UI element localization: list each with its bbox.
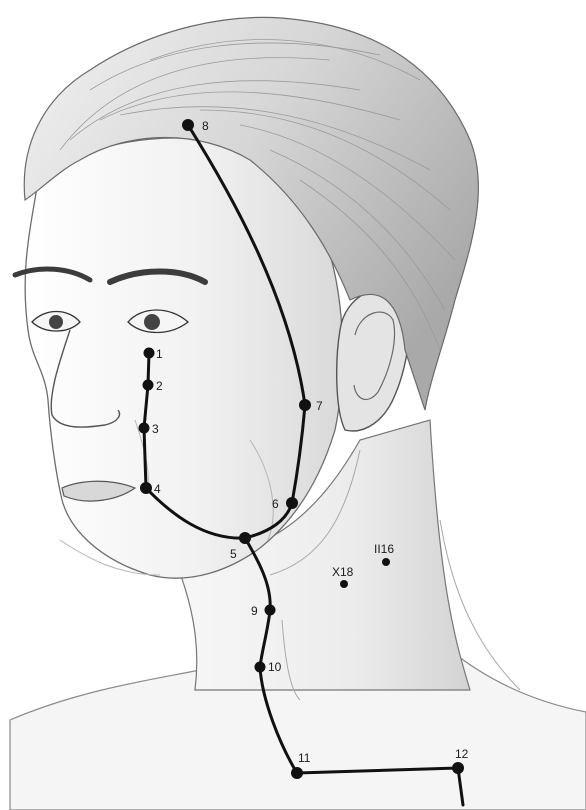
point-ii16	[382, 558, 390, 566]
label-9: 9	[251, 604, 258, 618]
label-1: 1	[156, 347, 163, 361]
label-4: 4	[154, 482, 161, 496]
label-8: 8	[202, 119, 209, 133]
point-2	[143, 380, 154, 391]
label-ii16: II16	[374, 542, 394, 556]
head-illustration	[10, 17, 586, 810]
label-x18: X18	[332, 565, 354, 579]
point-6	[286, 497, 298, 509]
point-10	[255, 662, 266, 673]
point-1	[144, 348, 155, 359]
left-iris	[49, 315, 63, 329]
label-2: 2	[156, 379, 163, 393]
point-3	[139, 423, 150, 434]
label-6: 6	[272, 497, 279, 511]
point-5	[239, 532, 251, 544]
label-12: 12	[455, 747, 469, 761]
point-4	[140, 482, 152, 494]
point-11	[291, 767, 303, 779]
label-5: 5	[230, 547, 237, 561]
point-9	[265, 605, 276, 616]
label-11: 11	[298, 751, 311, 765]
label-10: 10	[268, 660, 282, 674]
point-8	[182, 119, 194, 131]
label-3: 3	[152, 422, 159, 436]
right-iris	[144, 314, 160, 330]
point-7	[299, 399, 311, 411]
label-7: 7	[316, 399, 323, 413]
point-12	[452, 762, 464, 774]
point-x18	[340, 580, 348, 588]
